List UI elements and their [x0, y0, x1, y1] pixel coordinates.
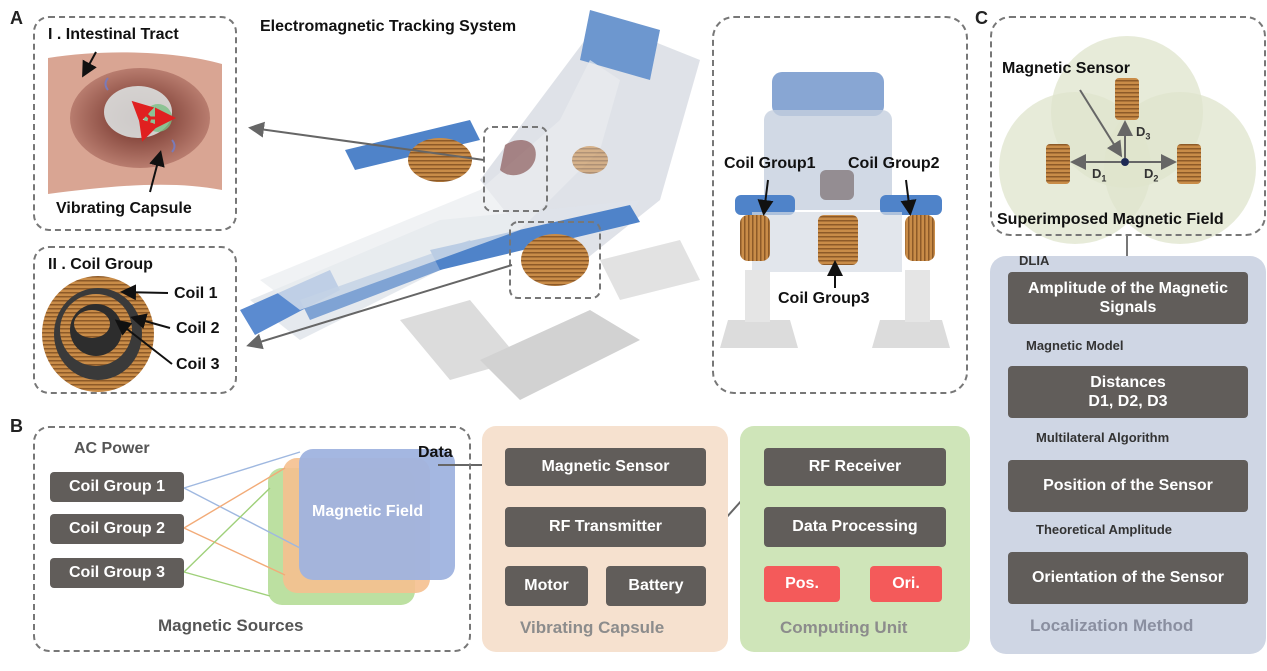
coil-group-2-box: Coil Group 2	[50, 514, 184, 544]
distances-title: Distances	[1090, 373, 1166, 391]
superimposed-field-label: Superimposed Magnetic Field	[997, 211, 1224, 228]
sensor-dot-icon	[1121, 158, 1129, 166]
distances-values: D1, D2, D3	[1088, 393, 1168, 410]
theoretical-amplitude-label: Theoretical Amplitude	[1036, 522, 1173, 537]
coil-group1-label: Coil Group1	[724, 155, 816, 172]
computing-unit-caption: Computing Unit	[780, 618, 908, 637]
coil-highlight-box	[509, 221, 601, 299]
coil-inset	[33, 246, 237, 394]
coil-left-icon	[1046, 144, 1070, 184]
coil-group-3-box: Coil Group 3	[50, 558, 184, 588]
rf-transmitter-box: RF Transmitter	[505, 507, 706, 547]
coil2-label: Coil 2	[176, 320, 220, 337]
position-sensor-box: Position of the Sensor	[1008, 460, 1248, 512]
d1-label: D1	[1092, 166, 1107, 184]
chair-illustration	[240, 10, 700, 400]
panel-b-letter: B	[10, 416, 23, 436]
field-square-blue	[299, 449, 455, 580]
tracking-system-title: Electromagnetic Tracking System	[260, 18, 517, 35]
localization-caption: Localization Method	[1030, 616, 1194, 635]
orientation-box: Ori.	[870, 566, 942, 602]
panel-c-letter: C	[975, 8, 988, 28]
data-label: Data	[418, 444, 453, 461]
capsule-highlight-box	[483, 126, 548, 212]
distances-box: Distances D1, D2, D3	[1008, 366, 1248, 418]
coil3-label: Coil 3	[176, 356, 220, 373]
amplitude-box: Amplitude of the Magnetic Signals	[1008, 272, 1248, 324]
d2-label: D2	[1144, 166, 1159, 184]
coil-group2-label: Coil Group2	[848, 155, 940, 172]
intestine-illustration	[48, 52, 222, 195]
coil-group3-label: Coil Group3	[778, 290, 870, 307]
rf-receiver-box: RF Receiver	[764, 448, 946, 486]
coil-group-1-box: Coil Group 1	[50, 472, 184, 502]
d3-label: D3	[1136, 124, 1151, 142]
magnetic-model-label: Magnetic Model	[1026, 338, 1124, 353]
data-processing-box: Data Processing	[764, 507, 946, 547]
capsule-label: Vibrating Capsule	[56, 200, 192, 217]
multilateral-label: Multilateral Algorithm	[1036, 430, 1170, 445]
coil-top-icon	[1115, 78, 1139, 120]
front-view-inset	[712, 16, 968, 394]
intestine-inset	[33, 16, 237, 231]
coil-right-icon	[1177, 144, 1201, 184]
battery-box: Battery	[606, 566, 706, 606]
vibrating-capsule-caption: Vibrating Capsule	[520, 618, 665, 637]
coil1-label: Coil 1	[174, 285, 218, 302]
dlia-label: DLIA	[1019, 253, 1050, 268]
panel-a-letter: A	[10, 8, 23, 28]
orientation-sensor-box: Orientation of the Sensor	[1008, 552, 1248, 604]
position-box: Pos.	[764, 566, 840, 602]
coil-group-label: II . Coil Group	[48, 256, 153, 273]
magnetic-sensor-label: Magnetic Sensor	[1002, 60, 1131, 77]
coil-connection-lines	[183, 451, 301, 597]
magnetic-sources-caption: Magnetic Sources	[158, 616, 304, 635]
motor-box: Motor	[505, 566, 588, 606]
magnetic-sources-box	[33, 426, 471, 652]
magnetic-sensor-box: Magnetic Sensor	[505, 448, 706, 486]
magnetic-field-inset	[990, 16, 1266, 236]
ac-power-label: AC Power	[74, 440, 150, 457]
intestine-label: I . Intestinal Tract	[48, 26, 179, 43]
coil-group-illustration	[42, 276, 154, 392]
magnetic-field-label: Magnetic Field	[312, 503, 424, 520]
